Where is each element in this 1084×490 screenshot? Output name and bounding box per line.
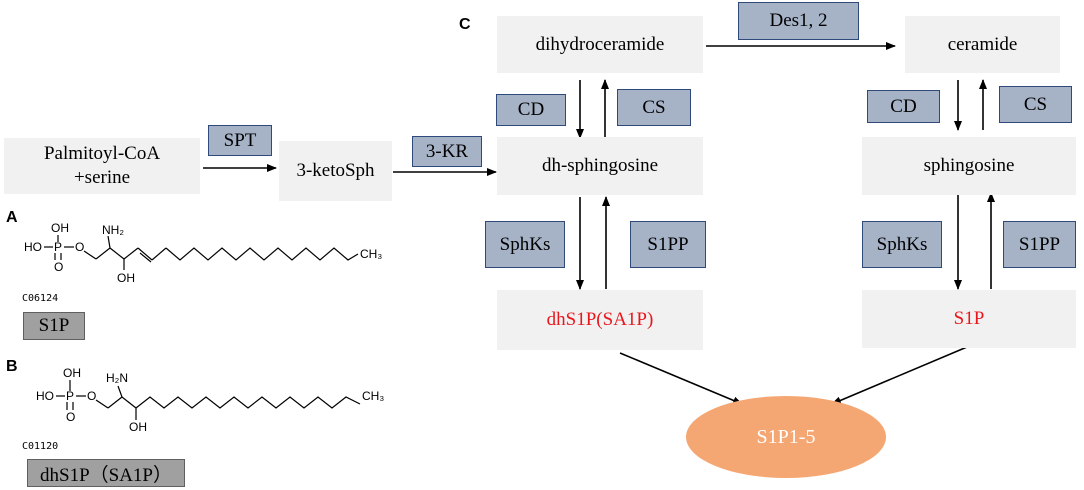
structure-s1p: OH HO P O O NH₂ OH CH₃ — [24, 221, 382, 285]
structure-name-tag-s1p: S1P — [23, 312, 85, 340]
atom-ho: HO — [36, 389, 54, 403]
atom-oh-chain: OH — [117, 271, 135, 285]
node-dh-sphingosine: dh-sphingosine — [497, 137, 703, 195]
enzyme-cd-right: CD — [867, 90, 940, 123]
atom-nh2: NH₂ — [102, 223, 124, 237]
node-dihydroceramide: dihydroceramide — [497, 16, 703, 73]
enzyme-s1pp-left: S1PP — [630, 221, 706, 268]
atom-o-ester: O — [87, 389, 96, 403]
compound-id-a: C06124 — [22, 293, 59, 304]
arrow-dhs1p-to-receptor — [619, 352, 743, 405]
enzyme-des1-2: Des1, 2 — [738, 2, 859, 40]
compound-id-b: C01120 — [22, 441, 59, 452]
structure-name-tag-dhs1p: dhS1P（SA1P） — [27, 459, 185, 487]
atom-o-ester: O — [75, 240, 84, 254]
enzyme-3-kr: 3-KR — [412, 136, 482, 167]
node-3-ketosph: 3-ketoSph — [279, 141, 392, 201]
node-dhs1p: dhS1P(SA1P) — [497, 290, 703, 350]
atom-ch3: CH₃ — [360, 247, 382, 261]
node-sphingosine: sphingosine — [862, 137, 1076, 195]
atom-h2n: H₂N — [106, 371, 128, 385]
node-s1p: S1P — [862, 290, 1076, 348]
enzyme-cs-left: CS — [617, 89, 691, 126]
arrow-s1p-to-receptor — [831, 346, 968, 405]
atom-o-double: O — [66, 410, 75, 424]
node-ceramide: ceramide — [905, 16, 1060, 73]
atom-ho: HO — [24, 240, 42, 254]
enzyme-cs-right: CS — [999, 86, 1072, 123]
enzyme-spt: SPT — [208, 125, 272, 156]
enzyme-sphks-right: SphKs — [862, 221, 942, 268]
node-palmitoyl-coa-serine: Palmitoyl-CoA +serine — [4, 138, 200, 194]
atom-oh: OH — [63, 366, 81, 380]
panel-label-c: C — [459, 16, 471, 33]
node-s1p-receptors: S1P1-5 — [686, 396, 886, 478]
panel-label-b: B — [6, 358, 18, 375]
enzyme-cd-left: CD — [496, 94, 566, 126]
enzyme-sphks-left: SphKs — [485, 221, 565, 268]
atom-p: P — [66, 389, 74, 403]
panel-label-a: A — [6, 209, 18, 226]
structure-dhs1p: OH HO P O O H₂N OH CH₃ — [36, 366, 384, 434]
atom-p: P — [54, 240, 62, 254]
atom-oh-chain: OH — [129, 420, 147, 434]
atom-ch3: CH₃ — [362, 389, 384, 403]
enzyme-s1pp-right: S1PP — [1003, 221, 1076, 268]
atom-oh: OH — [51, 221, 69, 235]
atom-o-double: O — [54, 260, 63, 274]
